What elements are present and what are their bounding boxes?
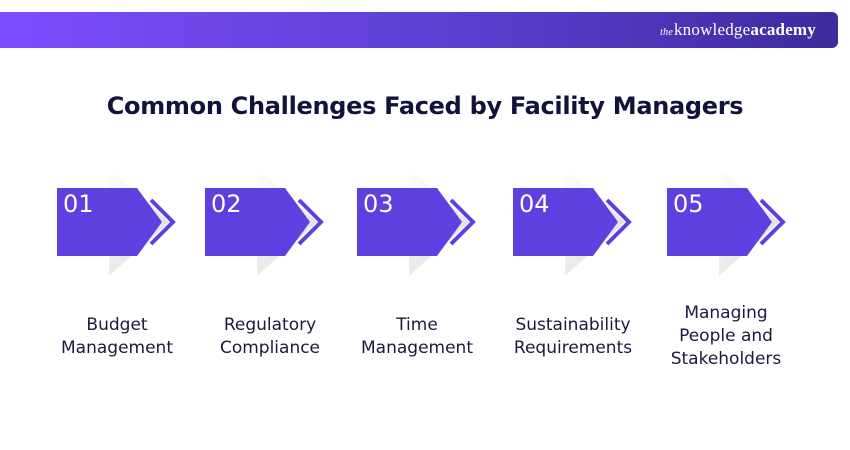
step-1-number: 01 — [63, 190, 94, 218]
step-3-label-line: Management — [361, 338, 473, 358]
step-4-label-line: Requirements — [513, 338, 633, 358]
step-3-label-line: Time — [396, 315, 438, 335]
brand-name: knowledge — [673, 20, 751, 39]
step-2: 02 — [205, 168, 340, 280]
step-2-number: 02 — [211, 190, 242, 218]
step-5-label-line: Managing — [684, 303, 768, 323]
step-2-label-line: Compliance — [219, 338, 321, 358]
step-5: 05 — [667, 168, 802, 280]
top-banner: theknowledgeacademy — [0, 12, 838, 48]
step-1: 01 — [57, 168, 192, 280]
step-4-label-line: Sustainability — [515, 315, 631, 335]
step-1-label-line: Budget — [86, 315, 148, 335]
step-2-label-line: Regulatory — [223, 315, 317, 335]
step-3-label: Time Management — [342, 314, 492, 360]
step-2-arrow-shape — [205, 168, 324, 276]
step-3: 03 — [357, 168, 492, 280]
page-title: Common Challenges Faced by Facility Mana… — [106, 92, 744, 120]
brand-logo: theknowledgeacademy — [660, 20, 816, 43]
step-4: 04 — [513, 168, 648, 280]
step-1-label: Budget Management — [42, 314, 192, 360]
step-5-label: Managing People and Stakeholders — [651, 302, 801, 371]
step-4-number: 04 — [519, 190, 550, 218]
step-2-label: Regulatory Compliance — [195, 314, 345, 360]
step-1-arrow-shape — [57, 168, 176, 276]
step-3-arrow-shape — [357, 168, 476, 276]
step-5-label-line: Stakeholders — [670, 349, 782, 369]
step-5-arrow-shape — [667, 168, 786, 276]
brand-suffix: academy — [750, 20, 816, 39]
brand-prefix: the — [660, 27, 673, 38]
step-5-number: 05 — [673, 190, 704, 218]
step-4-arrow-shape — [513, 168, 632, 276]
step-3-number: 03 — [363, 190, 394, 218]
step-1-label-line: Management — [61, 338, 173, 358]
step-4-label: Sustainability Requirements — [498, 314, 648, 360]
step-5-label-line: People and — [679, 326, 773, 346]
